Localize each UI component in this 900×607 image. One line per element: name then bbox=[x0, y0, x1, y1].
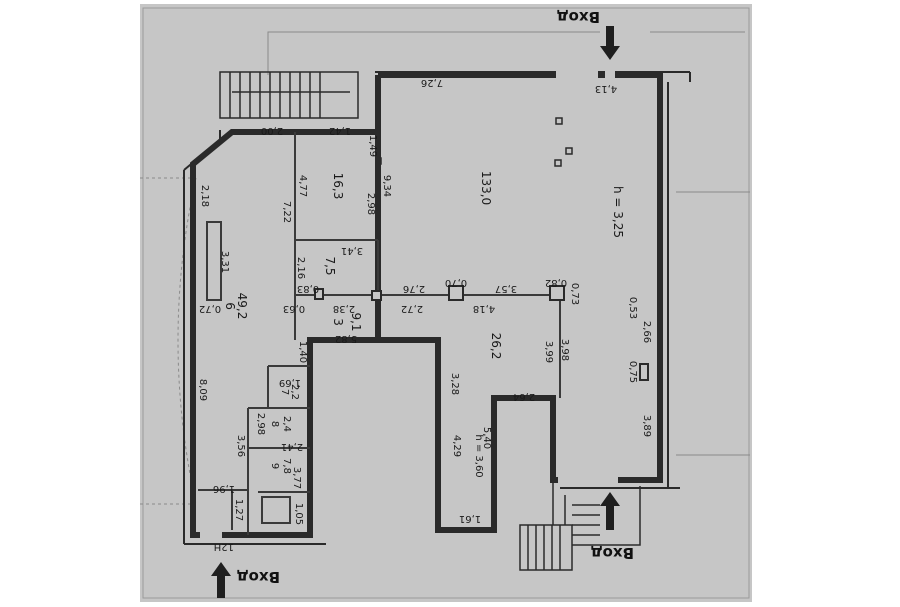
plan-paper-border bbox=[142, 7, 750, 599]
dimension-label: 2,72 bbox=[401, 303, 423, 314]
dimension-label: 3,56 bbox=[235, 435, 246, 457]
dimension-label: 3,28 bbox=[449, 373, 460, 395]
lav2-area: 2,4 bbox=[281, 416, 292, 432]
dimension-label: 1,69 bbox=[279, 377, 301, 388]
left-room-area: 49,2 bbox=[235, 293, 249, 320]
dimension-label: 0,70 bbox=[445, 277, 467, 288]
dimension-label: 2,64 bbox=[513, 391, 535, 402]
dimension-label: 3,77 bbox=[291, 467, 302, 489]
dimension-label: 0,63 bbox=[283, 303, 305, 314]
dimension-label: 2,16 bbox=[295, 257, 306, 279]
dimension-label: 2,98 bbox=[255, 413, 266, 435]
lav3-number: 9 bbox=[269, 463, 280, 469]
door-openings bbox=[200, 68, 618, 540]
dimension-label: 3,98 bbox=[559, 339, 570, 361]
dimension-label: 1,40 bbox=[297, 341, 308, 363]
dimension-label: 7,26 bbox=[421, 77, 443, 88]
corridor-number: 3 bbox=[331, 318, 345, 326]
dimension-label: 4,13 bbox=[595, 83, 617, 94]
dimension-label: 5,82 bbox=[335, 333, 357, 344]
dimension-label: 0,72 bbox=[199, 303, 221, 314]
right-corridor-height: h = 3,60 bbox=[473, 434, 484, 477]
dimension-label: 2,38 bbox=[333, 303, 355, 314]
dimension-label: 0,83 bbox=[297, 283, 319, 294]
dimension-label: 0,82 bbox=[545, 277, 567, 288]
dimension-label: 1,96 bbox=[213, 483, 235, 494]
dimension-labels: 7,26 4,13 2,00 1,42 1,49 9,34 4,77 7,22 … bbox=[197, 77, 652, 525]
hall-area: 133,0 bbox=[479, 171, 493, 205]
exterior-walls bbox=[190, 72, 663, 538]
dimension-label: 0,75 bbox=[627, 361, 638, 383]
dimension-label: 1,49 bbox=[367, 135, 378, 157]
dimension-label: 2,41 bbox=[281, 441, 303, 452]
dimension-label: 9,34 bbox=[381, 175, 392, 197]
top-entrance-label: Вход bbox=[556, 8, 600, 26]
dimension-label: 3,41 bbox=[341, 245, 363, 256]
entrance-arrows bbox=[211, 26, 620, 598]
lav2-number: 8 bbox=[269, 421, 280, 427]
bottom-left-entrance-arrow bbox=[211, 562, 231, 598]
dimension-label: 3,31 bbox=[219, 251, 230, 273]
dimension-label: 5,40 bbox=[481, 427, 492, 449]
top-left-stair bbox=[219, 71, 359, 119]
dimension-label: 2,76 bbox=[403, 283, 425, 294]
small-markers bbox=[375, 117, 573, 167]
dimension-label: 0,53 bbox=[627, 297, 638, 319]
plan-paper bbox=[140, 4, 752, 602]
survey-lines bbox=[140, 31, 750, 505]
dimension-label: 3,99 bbox=[543, 341, 554, 363]
dimension-label: 4,18 bbox=[473, 303, 495, 314]
dimension-label: 0,73 bbox=[569, 283, 580, 305]
outer-left-slant bbox=[183, 130, 221, 171]
dimension-label: 8,09 bbox=[197, 379, 208, 401]
office-area: 16,3 bbox=[331, 173, 345, 200]
bottom-right-entrance-arrow bbox=[600, 492, 620, 530]
corridor-area: 9,1 bbox=[349, 312, 363, 331]
dimension-label: 1,61 bbox=[459, 513, 481, 524]
dimension-label: 1,27 bbox=[233, 499, 244, 521]
dimension-label: 2,18 bbox=[199, 185, 210, 207]
bottom-right-entrance-label: Вход bbox=[590, 544, 634, 562]
bottom-right-stair bbox=[519, 480, 641, 571]
dimension-label: 4,77 bbox=[297, 175, 308, 197]
lav1-number: 7 bbox=[279, 389, 290, 395]
top-entrance-arrow bbox=[600, 26, 620, 60]
dimension-label: 3,57 bbox=[495, 283, 517, 294]
bottom-left-entrance-code: 12H bbox=[214, 541, 234, 552]
hall-height: h = 3,25 bbox=[611, 186, 625, 238]
mid-room-area: 26,2 bbox=[489, 333, 503, 360]
dimension-label: 3,89 bbox=[641, 415, 652, 437]
lav1-area: 2,2 bbox=[289, 384, 300, 400]
lav3-area: 7,8 bbox=[281, 458, 292, 474]
columns bbox=[314, 285, 649, 381]
dimension-label: 2,00 bbox=[261, 125, 283, 136]
dimension-label: 2,66 bbox=[641, 321, 652, 343]
room-labels: 133,0 h = 3,25 16,3 7,5 6 49,2 3 9,1 26,… bbox=[223, 171, 625, 478]
dimension-label: 2,98 bbox=[365, 193, 376, 215]
dimension-label: 7,22 bbox=[281, 201, 292, 223]
interior-partitions bbox=[198, 132, 561, 535]
dimension-label: 1,05 bbox=[293, 503, 304, 525]
dimension-label: 1,42 bbox=[329, 125, 351, 136]
dimension-label: 4,29 bbox=[451, 435, 462, 457]
bottom-left-entrance-label: Вход bbox=[236, 568, 280, 586]
small-room-area: 7,5 bbox=[323, 256, 337, 275]
left-room-number: 6 bbox=[223, 302, 237, 310]
